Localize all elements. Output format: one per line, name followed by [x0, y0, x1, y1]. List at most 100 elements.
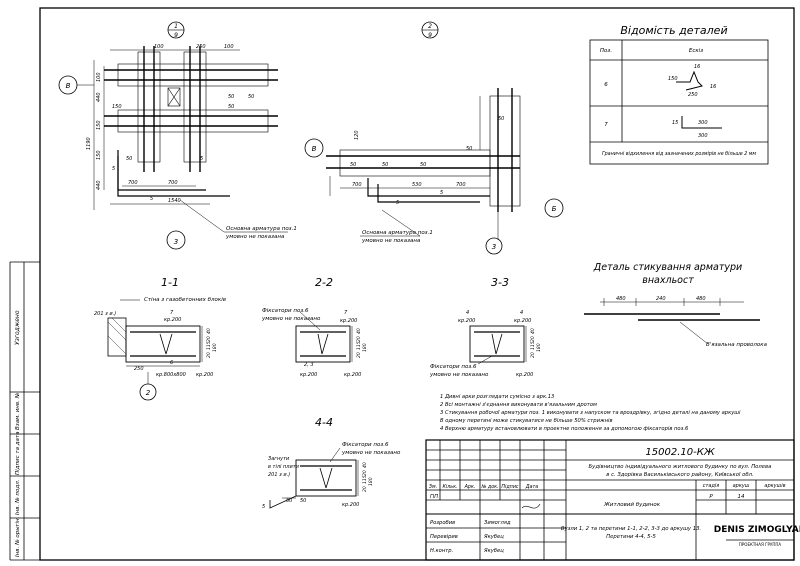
company-name: DENIS ZIMOGLYAD: [714, 525, 800, 535]
s11-label: 7: [170, 310, 174, 316]
col-sheets: аркушів: [764, 483, 785, 489]
title-block: [425, 439, 795, 561]
node2-callout: [421, 21, 439, 39]
svg-text:180: 180: [212, 343, 218, 352]
svg-text:4 Верхню арматуру встановлюва: 4 Верхню арматуру встановлювати в проект…: [440, 426, 689, 432]
s22-label: 7: [344, 310, 348, 316]
col-sheet: аркуш: [733, 483, 750, 489]
s44-label: в тілі плити: [268, 464, 300, 470]
svg-text:150: 150: [96, 150, 102, 160]
svg-text:50: 50: [350, 162, 356, 168]
svg-text:100: 100: [224, 44, 234, 50]
s33-label: кр.200: [514, 318, 531, 324]
s33-label: 4: [520, 310, 523, 316]
s22-label: 2, 3: [304, 362, 314, 368]
s11-wall: Стіна з газобетонних блоків: [144, 297, 226, 303]
company-sub: ПРОЕКТНАЯ ГРУППА: [739, 542, 781, 547]
node2-axis-left: [304, 138, 324, 158]
svg-text:440: 440: [96, 180, 102, 190]
node1-note-1: Основна арматура поз.1: [226, 226, 297, 232]
s11-level: 201 з и.): [94, 311, 116, 317]
svg-text:Якубец: Якубец: [483, 534, 504, 540]
svg-text:Н.контр.: Н.контр.: [430, 548, 453, 554]
node1-axis-marker: [58, 75, 94, 95]
general-notes: 1 Дивні арки розглядати сумісно з арк.13…: [440, 394, 741, 432]
svg-text:5: 5: [150, 196, 153, 202]
dim-text: 16: [710, 84, 716, 90]
s11-label: 250: [134, 366, 144, 372]
svg-text:1540: 1540: [168, 198, 181, 204]
splice-title-1: Деталь стикування арматури: [593, 262, 742, 273]
splice-dim-3: 480: [696, 296, 706, 302]
s22-dims: 40 20 115 20 180: [356, 328, 368, 358]
s44-label: 50: [286, 498, 292, 504]
s44-label: Фіксатори поз.6: [342, 442, 389, 448]
gip-label: ГІП: [430, 494, 438, 500]
node1-plan: [93, 46, 288, 233]
svg-text:150: 150: [96, 120, 102, 130]
row6-pos: 6: [604, 82, 608, 88]
splice-dim-1: 480: [616, 296, 626, 302]
section-4-4-title: 4-4: [315, 416, 333, 429]
svg-text:1190: 1190: [86, 137, 92, 150]
svg-text:Зм.: Зм.: [429, 484, 437, 490]
s22-label: умовно не показано: [261, 316, 321, 322]
s44-label: кр.200: [342, 502, 359, 508]
node2-section-label: 3: [492, 243, 496, 251]
stamp-inv-orig2: Інв. № орыгін.: [15, 516, 21, 557]
stamp-sign-date: Підпис та дата: [15, 431, 21, 475]
svg-text:180: 180: [368, 477, 374, 486]
s11-label: кр.800х800: [156, 372, 186, 378]
svg-text:20: 20: [356, 336, 362, 342]
section-1-1-title: 1-1: [161, 276, 179, 289]
s33-label: умовно не показано: [429, 372, 489, 378]
svg-text:50: 50: [228, 94, 234, 100]
node1-section-marker: [166, 230, 186, 250]
section-3-3-title: 3-3: [491, 276, 509, 289]
section-2-2: [295, 311, 353, 363]
drawing-title-1: Вузли 1, 2 та перетини 1-1, 2-2, 3-3 до …: [561, 526, 701, 532]
node2-sheet: 9: [428, 32, 432, 39]
s11-callout-label: 2: [146, 389, 151, 397]
s44-label: 201 з и.): [268, 472, 290, 478]
revision-headers: Зм. Кільк. Арк. № док. Підпис Дата: [429, 484, 538, 490]
svg-text:Якубец: Якубец: [483, 548, 504, 554]
signers: Розробив Зимогляд Перевірив Якубец Н.кон…: [430, 520, 511, 554]
svg-text:700: 700: [456, 182, 466, 188]
svg-text:50: 50: [382, 162, 388, 168]
node2-note-1: Основна арматура поз.1: [362, 230, 433, 236]
node2-axis-right-label: Б: [552, 205, 557, 213]
svg-text:150: 150: [112, 104, 122, 110]
svg-text:700: 700: [168, 180, 178, 186]
s33-label: кр.200: [458, 318, 475, 324]
drawing-title-2: Перетини 4-4, 5-5: [606, 534, 656, 540]
dim-text: 150: [668, 76, 678, 82]
dim-text: 250: [688, 92, 698, 98]
svg-text:5: 5: [396, 200, 399, 206]
splice-dim-2: 240: [656, 296, 666, 302]
col-stage: стадія: [703, 483, 720, 489]
svg-text:40: 40: [530, 328, 536, 334]
svg-text:50: 50: [420, 162, 426, 168]
node2-axis-right: [544, 198, 564, 218]
svg-text:5: 5: [200, 156, 203, 162]
s22-label: кр.200: [300, 372, 317, 378]
node2-num: 2: [428, 23, 432, 30]
s44-label: умовно не показано: [341, 450, 401, 456]
svg-text:40: 40: [356, 328, 362, 334]
svg-text:2 Всі монтажні з'єднання вико: 2 Всі монтажні з'єднання виконувати в'яз…: [440, 402, 597, 408]
row7-pos: 7: [604, 122, 608, 128]
node1-sheet: 9: [174, 32, 178, 39]
node1-callout: [167, 21, 185, 39]
svg-text:Арк.: Арк.: [464, 484, 476, 490]
svg-text:5: 5: [112, 166, 115, 172]
s44-label: 5: [262, 504, 265, 510]
stamp-replaces: Взам. инв. №: [15, 392, 21, 430]
node1-section-label: 3: [174, 238, 178, 246]
svg-text:20: 20: [206, 336, 212, 342]
svg-text:1 Дивні арки розглядати суміс: 1 Дивні арки розглядати сумісно з арк.13: [440, 394, 554, 400]
node1-dims: 100 250 100 1190 100 440 150 150 440 700…: [86, 44, 254, 204]
sheet-code: 15002.10-КЖ: [645, 447, 715, 458]
s22-label: кр.200: [344, 372, 361, 378]
svg-text:20: 20: [362, 470, 368, 476]
